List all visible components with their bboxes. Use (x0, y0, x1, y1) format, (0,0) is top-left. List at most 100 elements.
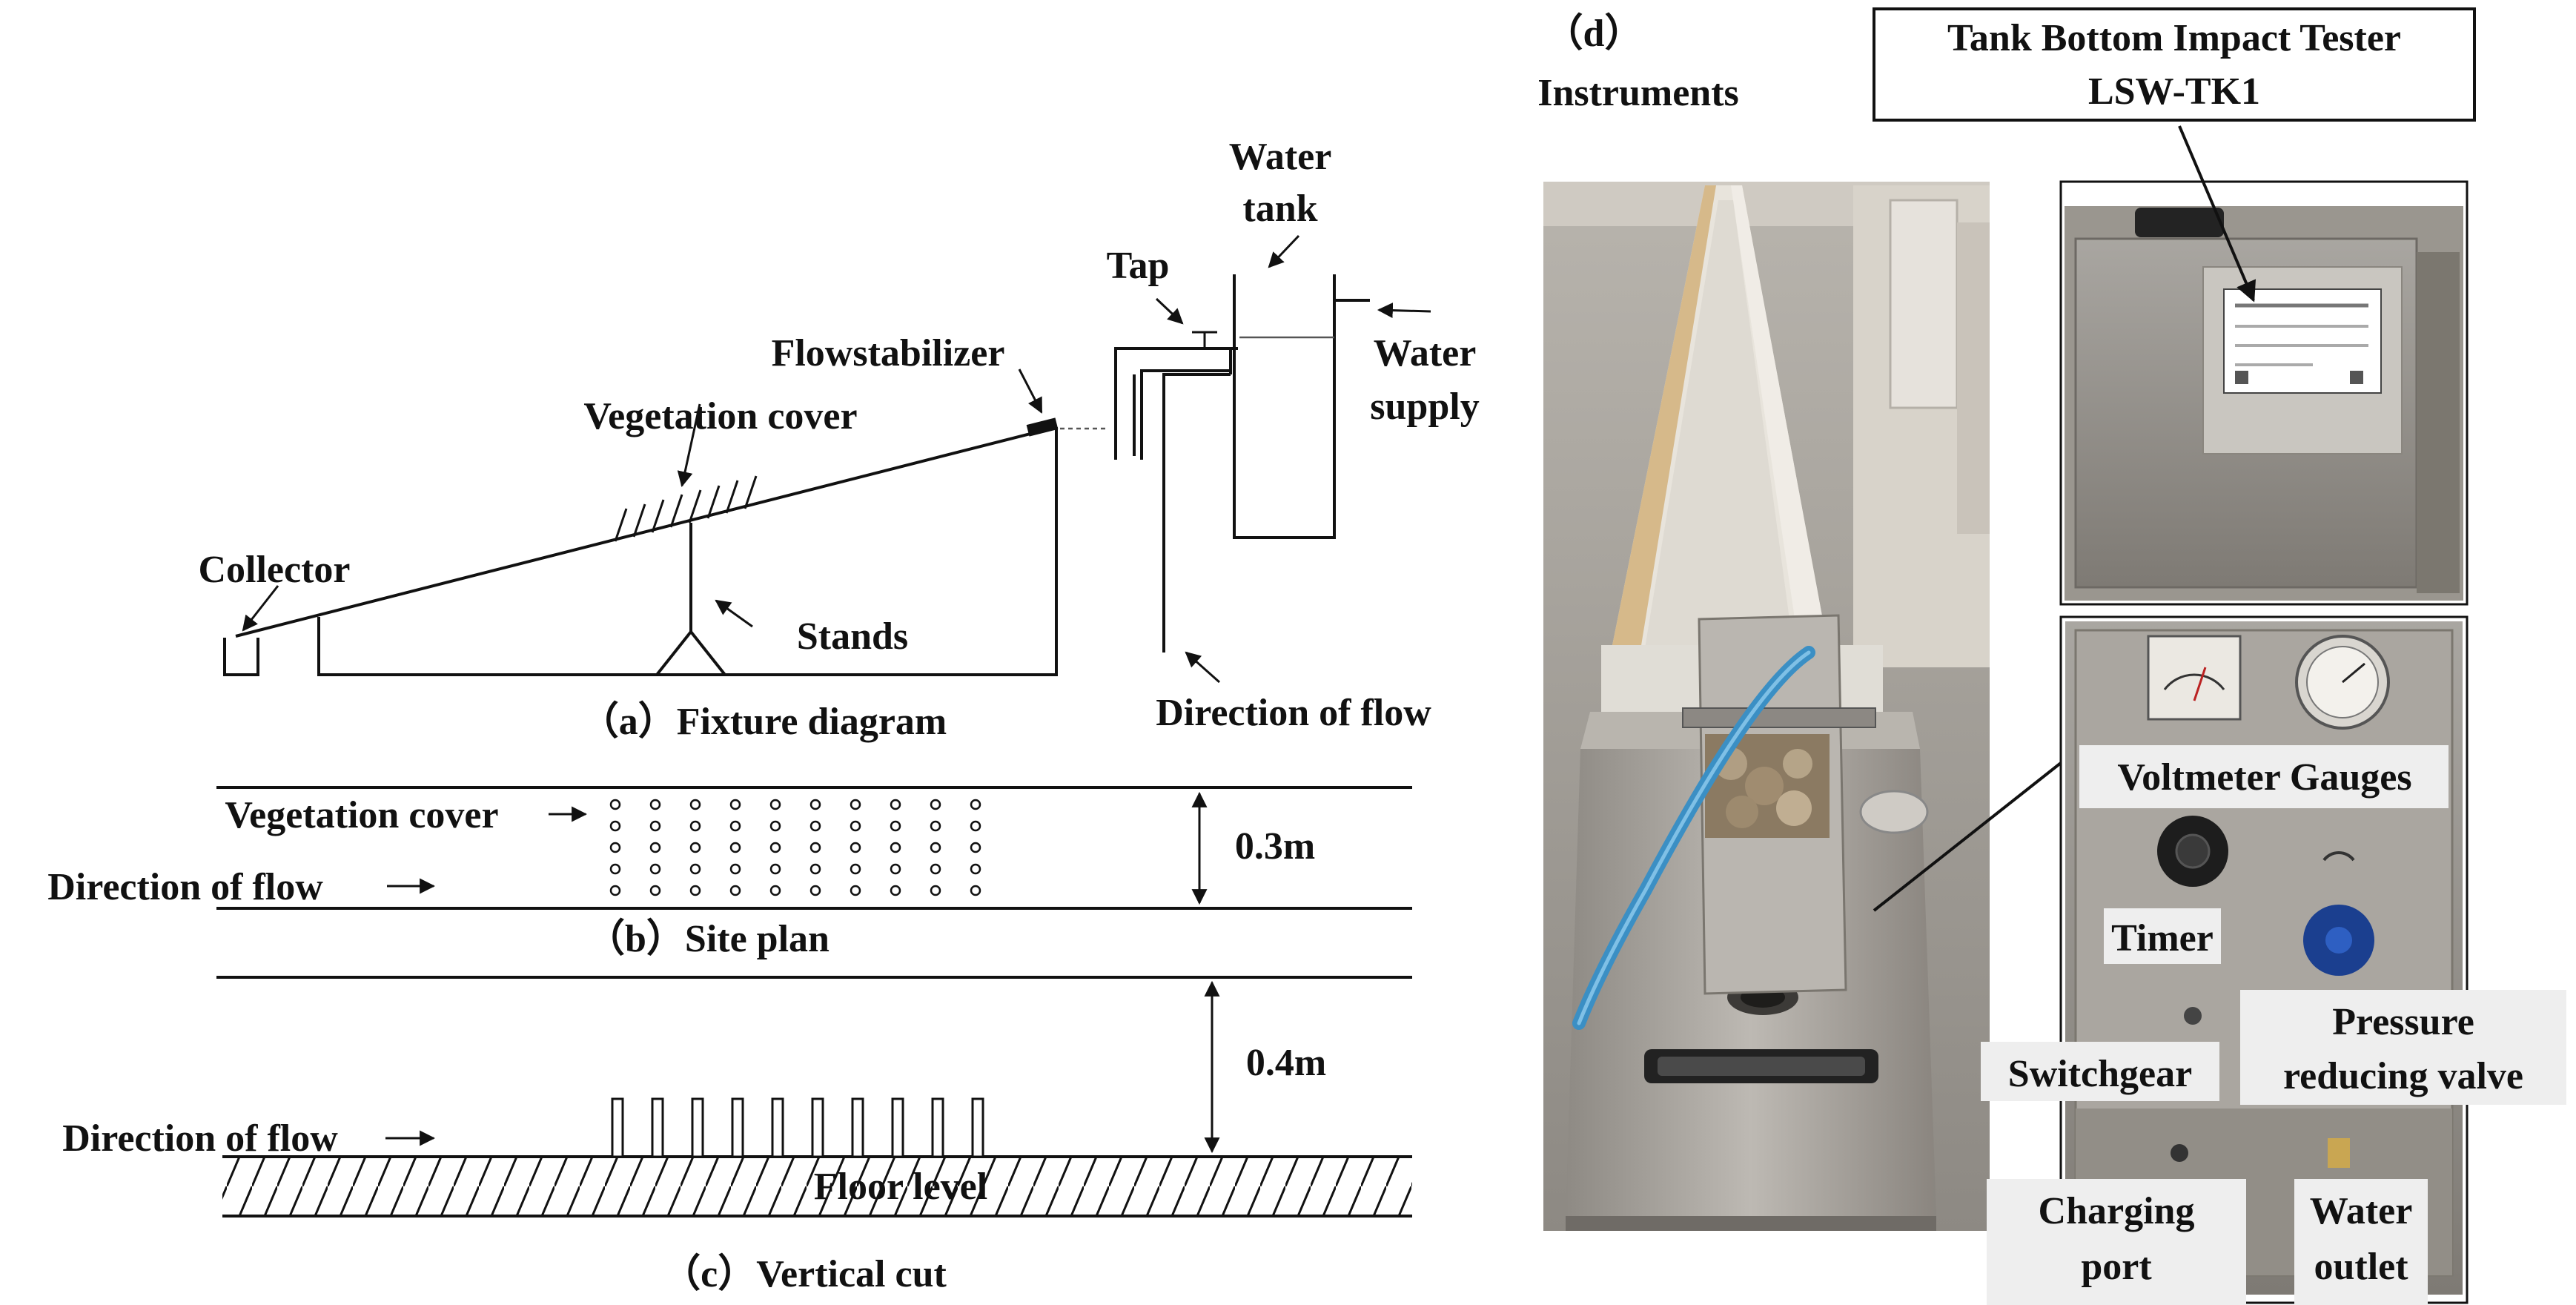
tag-timer (2104, 908, 2221, 964)
caption-panel-d-2: Instruments (1537, 72, 1739, 114)
label-flow-stabilizer: Flowstabilizer (772, 332, 1005, 374)
vegetation-dot (689, 820, 701, 832)
frame (317, 427, 1058, 676)
vegetation-dot (850, 885, 861, 896)
vegetation-stem (771, 1097, 784, 1158)
label-timer: Timer (2111, 917, 2214, 959)
vegetation-dot (890, 820, 901, 832)
vegetation-dot (890, 863, 901, 875)
voltmeter-icon (2147, 635, 2242, 721)
label-vegetation-cover-b: Vegetation cover (225, 794, 498, 836)
vegetation-dot (890, 885, 901, 896)
vegetation-dot (930, 863, 941, 875)
vegetation-stem (891, 1097, 904, 1158)
vegetation-stem (851, 1097, 864, 1158)
device-name-box (1873, 7, 2476, 122)
vegetation-dot (729, 885, 741, 896)
vegetation-dot-grid (609, 799, 981, 896)
vegetation-dot (970, 820, 981, 832)
vegetation-dot (970, 842, 981, 853)
vegetation-dot (850, 863, 861, 875)
floor-hatch (222, 1157, 1412, 1216)
label-pressure-valve-2: reducing valve (2283, 1055, 2523, 1097)
panel-c-vertical-cut: 0.4m Direction of flow Floor level （c）Ve… (62, 976, 1412, 1295)
vegetation-dot (649, 799, 661, 810)
vegetation-dot (769, 885, 781, 896)
vegetation-dot (850, 799, 861, 810)
label-direction-of-flow-b: Direction of flow (47, 866, 323, 908)
leader-line-flume (1873, 759, 2066, 912)
device-name-1: Tank Bottom Impact Tester (1947, 17, 2401, 59)
tester-top-photo (2059, 180, 2469, 606)
collector-cup (223, 638, 259, 676)
tag-water-outlet (2294, 1179, 2428, 1305)
vegetation-dot (729, 799, 741, 810)
vegetation-stem (811, 1097, 824, 1158)
label-water-supply-1: Water (1374, 332, 1477, 374)
vegetation-stem (691, 1097, 704, 1158)
vegetation-dot (930, 842, 941, 853)
panel-d-instruments: （d） Instruments Tank Bottom Impact Teste… (1537, 7, 2566, 1305)
vegetation-stem (731, 1097, 744, 1158)
vegetation-dot (729, 863, 741, 875)
switch-icon (2184, 1007, 2202, 1025)
water-tank (1233, 274, 1336, 539)
vegetation-dot (970, 799, 981, 810)
label-vegetation-cover: Vegetation cover (583, 395, 857, 437)
panel-a-fixture-diagram: Water tank Tap Flowstabilizer Water supp… (198, 136, 1479, 743)
flow-stabilizer-block (1026, 417, 1059, 437)
label-floor-level: Floor level (814, 1166, 987, 1208)
label-switchgear: Switchgear (2008, 1053, 2192, 1095)
vegetation-dot (769, 820, 781, 832)
vegetation-dot (769, 842, 781, 853)
vegetation-dot (809, 863, 821, 875)
vegetation-dot (930, 820, 941, 832)
label-water-tank-1: Water (1229, 136, 1332, 178)
vegetation-dot (689, 842, 701, 853)
tag-charging-port (1987, 1179, 2246, 1305)
water-outlet-icon (2328, 1138, 2350, 1168)
label-water-outlet-2: outlet (2314, 1246, 2408, 1288)
tag-switchgear (1981, 1042, 2219, 1101)
label-width: 0.3m (1235, 825, 1315, 868)
vegetation-dot (809, 885, 821, 896)
panel-b-site-plan: Vegetation cover Direction of flow 0.3m … (47, 786, 1412, 960)
charging-port-icon (2171, 1144, 2188, 1162)
caption-panel-a: （a）Fixture diagram (580, 700, 947, 743)
tap (1192, 331, 1217, 348)
vegetation-dot (609, 842, 621, 853)
vegetation-dot (649, 863, 661, 875)
label-stands: Stands (797, 615, 908, 658)
vegetation-dot (609, 863, 621, 875)
slope-board (235, 426, 1057, 638)
vegetation-dot (930, 885, 941, 896)
label-voltmeter-gauges: Voltmeter Gauges (2117, 756, 2411, 799)
vegetation-dot (729, 820, 741, 832)
vegetation-dot (890, 842, 901, 853)
vegetation-stem (971, 1097, 984, 1158)
label-height: 0.4m (1246, 1042, 1326, 1084)
vegetation-dot (609, 820, 621, 832)
vegetation-dot (890, 799, 901, 810)
vegetation-dot (689, 863, 701, 875)
vegetation-dot (809, 799, 821, 810)
label-water-tank-2: tank (1242, 188, 1317, 230)
vegetation-dot (609, 885, 621, 896)
vegetation-dot (729, 842, 741, 853)
stand (655, 523, 726, 676)
vegetation-dot (930, 799, 941, 810)
label-direction-of-flow-c: Direction of flow (62, 1117, 338, 1160)
vegetation-dot (769, 799, 781, 810)
device-name-2: LSW-TK1 (2088, 70, 2260, 113)
vegetation-dot (649, 842, 661, 853)
vegetation-dot (809, 842, 821, 853)
vegetation-dot (649, 885, 661, 896)
vegetation-dot (809, 820, 821, 832)
vegetation-strokes (614, 475, 758, 542)
caption-panel-b: （b）Site plan (586, 917, 830, 960)
outflow-pipe (1114, 347, 1238, 652)
vegetation-dot (850, 842, 861, 853)
tag-voltmeter (2079, 745, 2448, 808)
label-pressure-valve-1: Pressure (2332, 1001, 2474, 1043)
